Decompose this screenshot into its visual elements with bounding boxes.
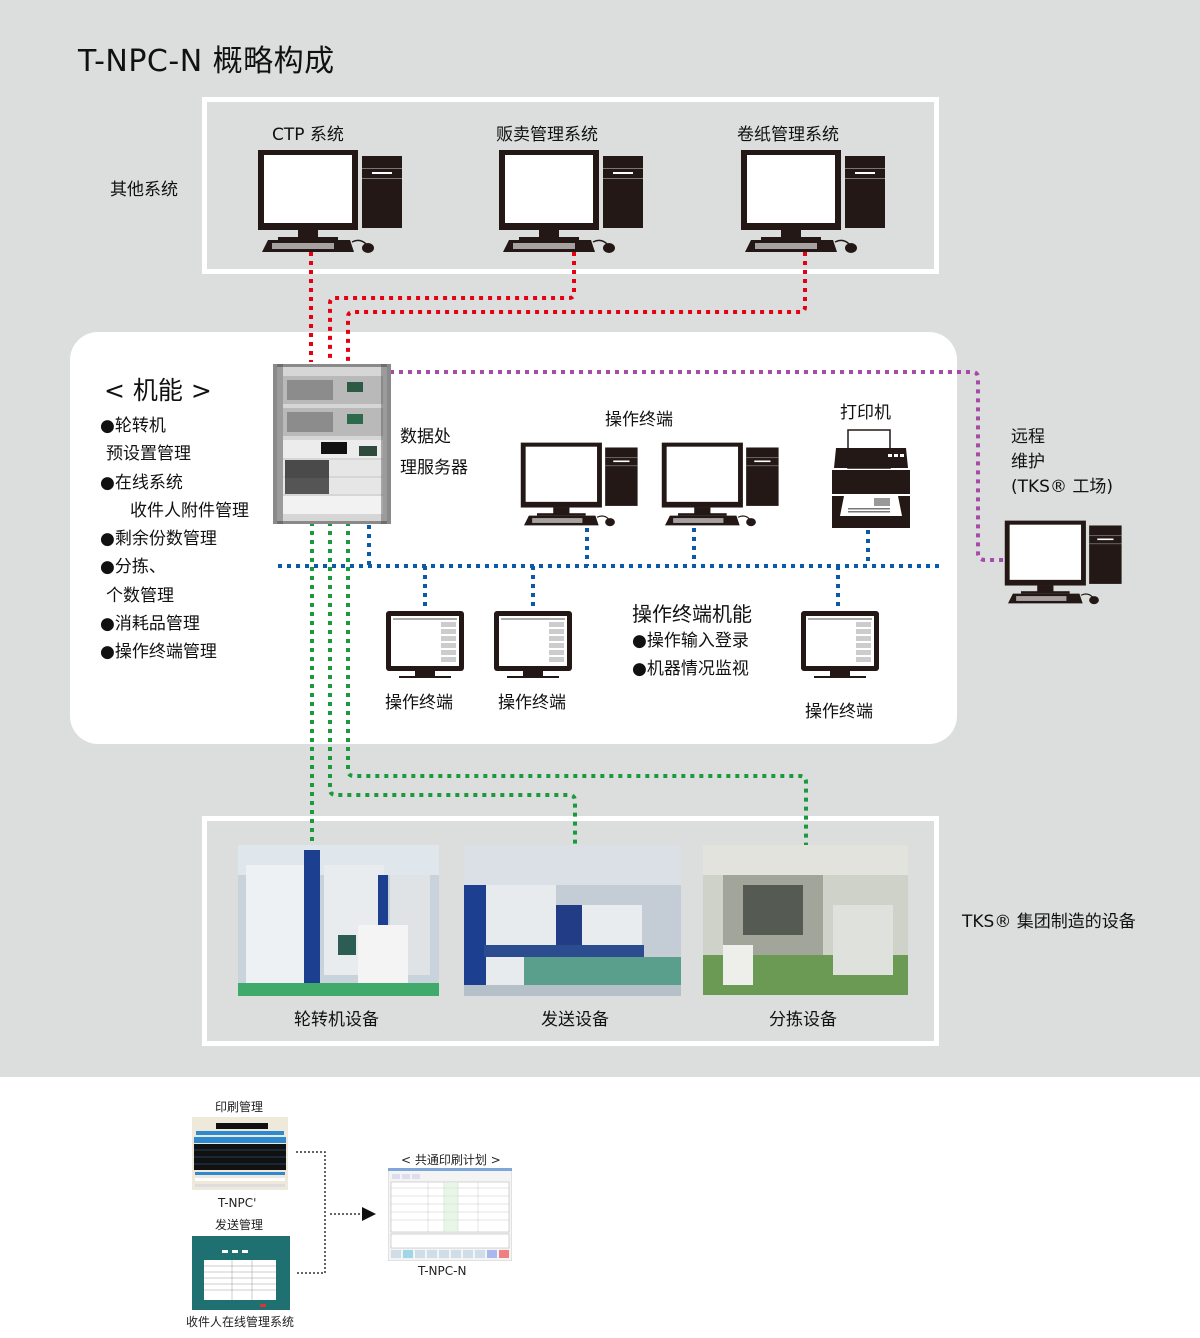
function-item: 个数管理 [106,585,174,606]
ctp-computer-icon [258,150,402,253]
lower-terminal-label: 操作终端 [385,693,453,713]
press-equipment-photo [238,845,439,996]
print-mgmt-screenshot [192,1117,288,1190]
other-systems-label: 其他系统 [110,180,178,200]
lower-terminal-label: 操作终端 [805,702,873,722]
lower-terminal-label: 操作终端 [498,693,566,713]
server-label-line1: 数据处 [400,427,451,447]
op-terminal-functions-title: 操作终端机能 [632,602,752,626]
paper-roll-computer-icon [741,150,885,253]
send-mgmt-screenshot [192,1236,290,1310]
touch-terminal-monitor-icon [386,611,464,678]
function-item: 收件人附件管理 [130,500,249,521]
common-plan-title: < 共通印刷计划 > [401,1153,501,1167]
op-terminal-function-item: ●机器情况监视 [632,659,749,679]
print-mgmt-caption: T-NPC' [218,1196,257,1210]
remote-label-line1: 远程 [1011,427,1045,447]
function-item: ●消耗品管理 [100,614,200,635]
functions-list: ●轮转机 预设置管理 ●在线系统 收件人附件管理 ●剩余份数管理 ●分拣、 个数… [100,412,249,667]
function-item: ●轮转机 [100,416,166,436]
function-item: ●分拣、 [100,557,166,578]
function-item: ●剩余份数管理 [100,529,217,550]
server-rack-icon [273,364,391,524]
press-equipment-label: 轮转机设备 [294,1010,379,1030]
common-plan-screenshot [388,1168,512,1261]
operation-terminal-computer-icon [661,442,779,527]
send-mgmt-caption: 收件人在线管理系统 [186,1315,295,1329]
tks-equipment-group-label: TKS® 集团制造的设备 [962,912,1136,932]
op-terminal-function-item: ●操作输入登录 [632,631,749,651]
server-label-line2: 理服务器 [400,458,468,478]
paper-roll-system-label: 卷纸管理系统 [737,125,839,145]
printer-icon [832,429,910,528]
sorting-equipment-photo [703,845,908,995]
function-item: ●操作终端管理 [100,642,217,663]
functions-title: < 机能 > [104,376,212,405]
send-mgmt-title: 发送管理 [215,1218,264,1232]
remote-label-line3: (TKS® 工场) [1011,477,1113,497]
delivery-equipment-label: 发送设备 [541,1010,609,1030]
ctp-system-label: CTP 系统 [272,125,344,145]
common-plan-caption: T-NPC-N [418,1264,467,1278]
operation-terminals-label: 操作终端 [605,410,673,430]
function-item: 预设置管理 [106,444,191,465]
operation-terminal-computer-icon [520,442,638,527]
op-terminal-functions: 操作终端机能 ●操作输入登录 ●机器情况监视 [632,598,752,683]
sales-system-label: 贩卖管理系统 [496,125,598,145]
printer-label: 打印机 [840,403,891,423]
remote-computer-icon [1004,520,1122,605]
page-title: T-NPC-N 概略构成 [78,44,335,79]
sorting-equipment-label: 分拣设备 [769,1010,837,1030]
print-mgmt-title: 印刷管理 [215,1100,264,1114]
function-item: ●在线系统 [100,472,183,493]
touch-terminal-monitor-icon [801,611,879,678]
delivery-equipment-photo [464,845,681,996]
touch-terminal-monitor-icon [494,611,572,678]
sales-computer-icon [499,150,643,253]
remote-label-line2: 维护 [1011,452,1045,472]
